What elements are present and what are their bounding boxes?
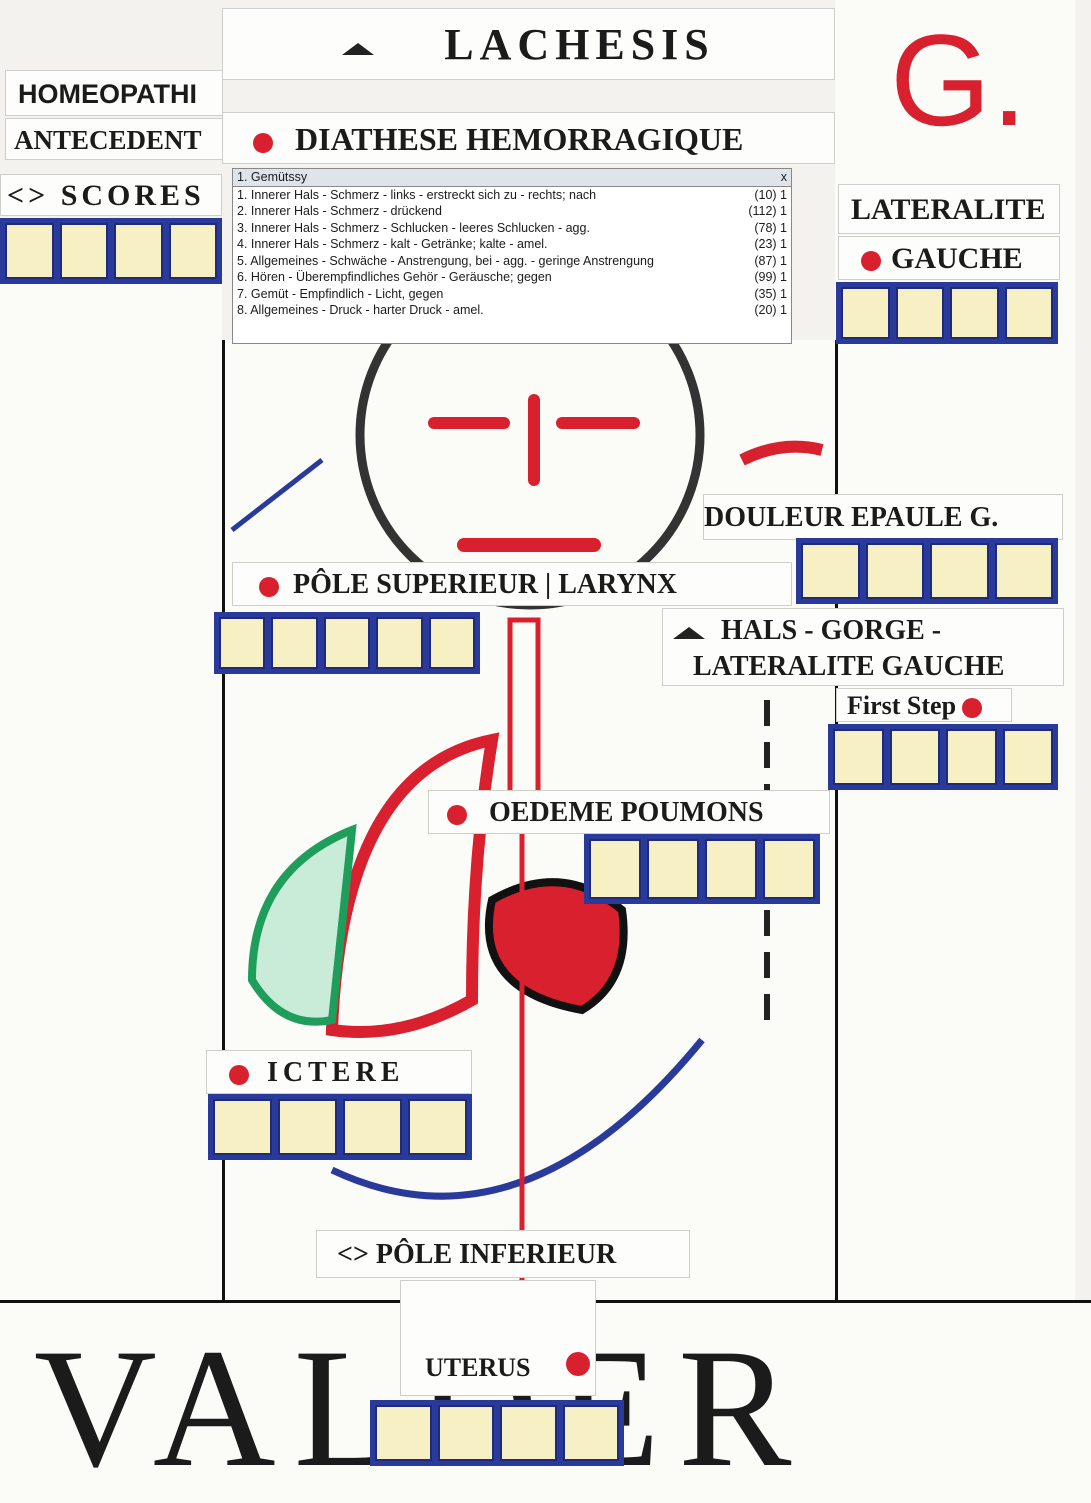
uterus-label: UTERUS	[400, 1280, 596, 1396]
score-boxes-uterus	[370, 1400, 624, 1466]
list-item: 4. Innerer Hals - Schmerz - kalt - Geträ…	[237, 237, 787, 251]
eye-icon	[342, 42, 375, 55]
score-boxes-first-step	[828, 724, 1058, 790]
red-dot-icon	[259, 576, 279, 597]
score-boxes-left	[0, 218, 222, 284]
pole-sup-text: PÔLE SUPERIEUR | LARYNX	[293, 569, 678, 600]
list-item: 1. Innerer Hals - Schmerz - links - erst…	[237, 187, 787, 202]
ictere-label: ICTERE	[206, 1050, 472, 1094]
red-dot-icon	[447, 804, 467, 825]
subtitle-text: DIATHESE HEMORRAGIQUE	[295, 121, 744, 157]
pole-sup-label: PÔLE SUPERIEUR | LARYNX	[232, 562, 792, 606]
title-text: LACHESIS	[444, 20, 715, 69]
list-item: 7. Gemüt - Empfindlich - Licht, gegen(35…	[237, 286, 787, 301]
pole-inf-label: <> PÔLE INFERIEUR	[316, 1230, 690, 1278]
list-item: 3. Innerer Hals - Schmerz - Schlucken - …	[237, 220, 787, 235]
list-item: 2. Innerer Hals - Schmerz - drückend(112…	[237, 204, 787, 218]
list-item: 5. Allgemeines - Schwäche - Anstrengung,…	[237, 253, 787, 268]
scores-label: <> SCORES	[0, 174, 222, 216]
close-icon[interactable]: x	[780, 170, 787, 184]
subtitle-label: DIATHESE HEMORRAGIQUE	[222, 112, 835, 164]
lateralite-gauche-text: LATERALITE GAUCHE	[693, 651, 1005, 682]
shoulder-mark-right	[739, 440, 824, 466]
uterus-dot	[566, 1352, 590, 1376]
antecedent-label: ANTECEDENT	[5, 118, 223, 160]
score-boxes-douleur	[796, 538, 1058, 604]
hals-text: HALS - GORGE -	[721, 615, 942, 646]
uterus-text: UTERUS	[425, 1353, 531, 1382]
hals-label: HALS - GORGE - LATERALITE GAUCHE	[662, 608, 1064, 686]
score-boxes-right	[836, 282, 1058, 344]
shoulder-line-left	[230, 458, 324, 532]
douleur-label: DOULEUR EPAULE G.	[703, 494, 1063, 540]
gauche-label: GAUCHE	[838, 236, 1060, 280]
red-dot-icon	[566, 1352, 590, 1376]
eye-icon	[673, 626, 705, 639]
first-step-label: First Step	[836, 688, 1012, 722]
red-dot-icon	[962, 698, 983, 719]
score-boxes-oedeme	[584, 834, 820, 904]
left-panel	[0, 280, 222, 1300]
first-step-text: First Step	[847, 691, 957, 720]
title-label: LACHESIS	[222, 8, 835, 80]
score-boxes-pole-sup	[214, 612, 480, 674]
homeopathi-label: HOMEOPATHI	[5, 70, 223, 116]
oedeme-text: OEDEME POUMONS	[489, 797, 764, 828]
liver	[247, 823, 357, 1026]
lateralite-label: LATERALITE	[838, 184, 1060, 234]
score-boxes-ictere	[208, 1094, 472, 1160]
list-item: 8. Allgemeines - Druck - harter Druck - …	[237, 303, 787, 317]
red-dot-icon	[253, 132, 273, 153]
g-mark: G.	[890, 7, 1028, 153]
gauche-text: GAUCHE	[891, 242, 1023, 275]
ictere-text: ICTERE	[267, 1057, 405, 1088]
red-dot-icon	[861, 251, 881, 272]
red-dot-icon	[229, 1064, 249, 1085]
oedeme-label: OEDEME POUMONS	[428, 790, 830, 834]
lung-left	[325, 732, 500, 1038]
list-item: 6. Hören - Überempfindliches Gehör - Ger…	[237, 270, 787, 284]
